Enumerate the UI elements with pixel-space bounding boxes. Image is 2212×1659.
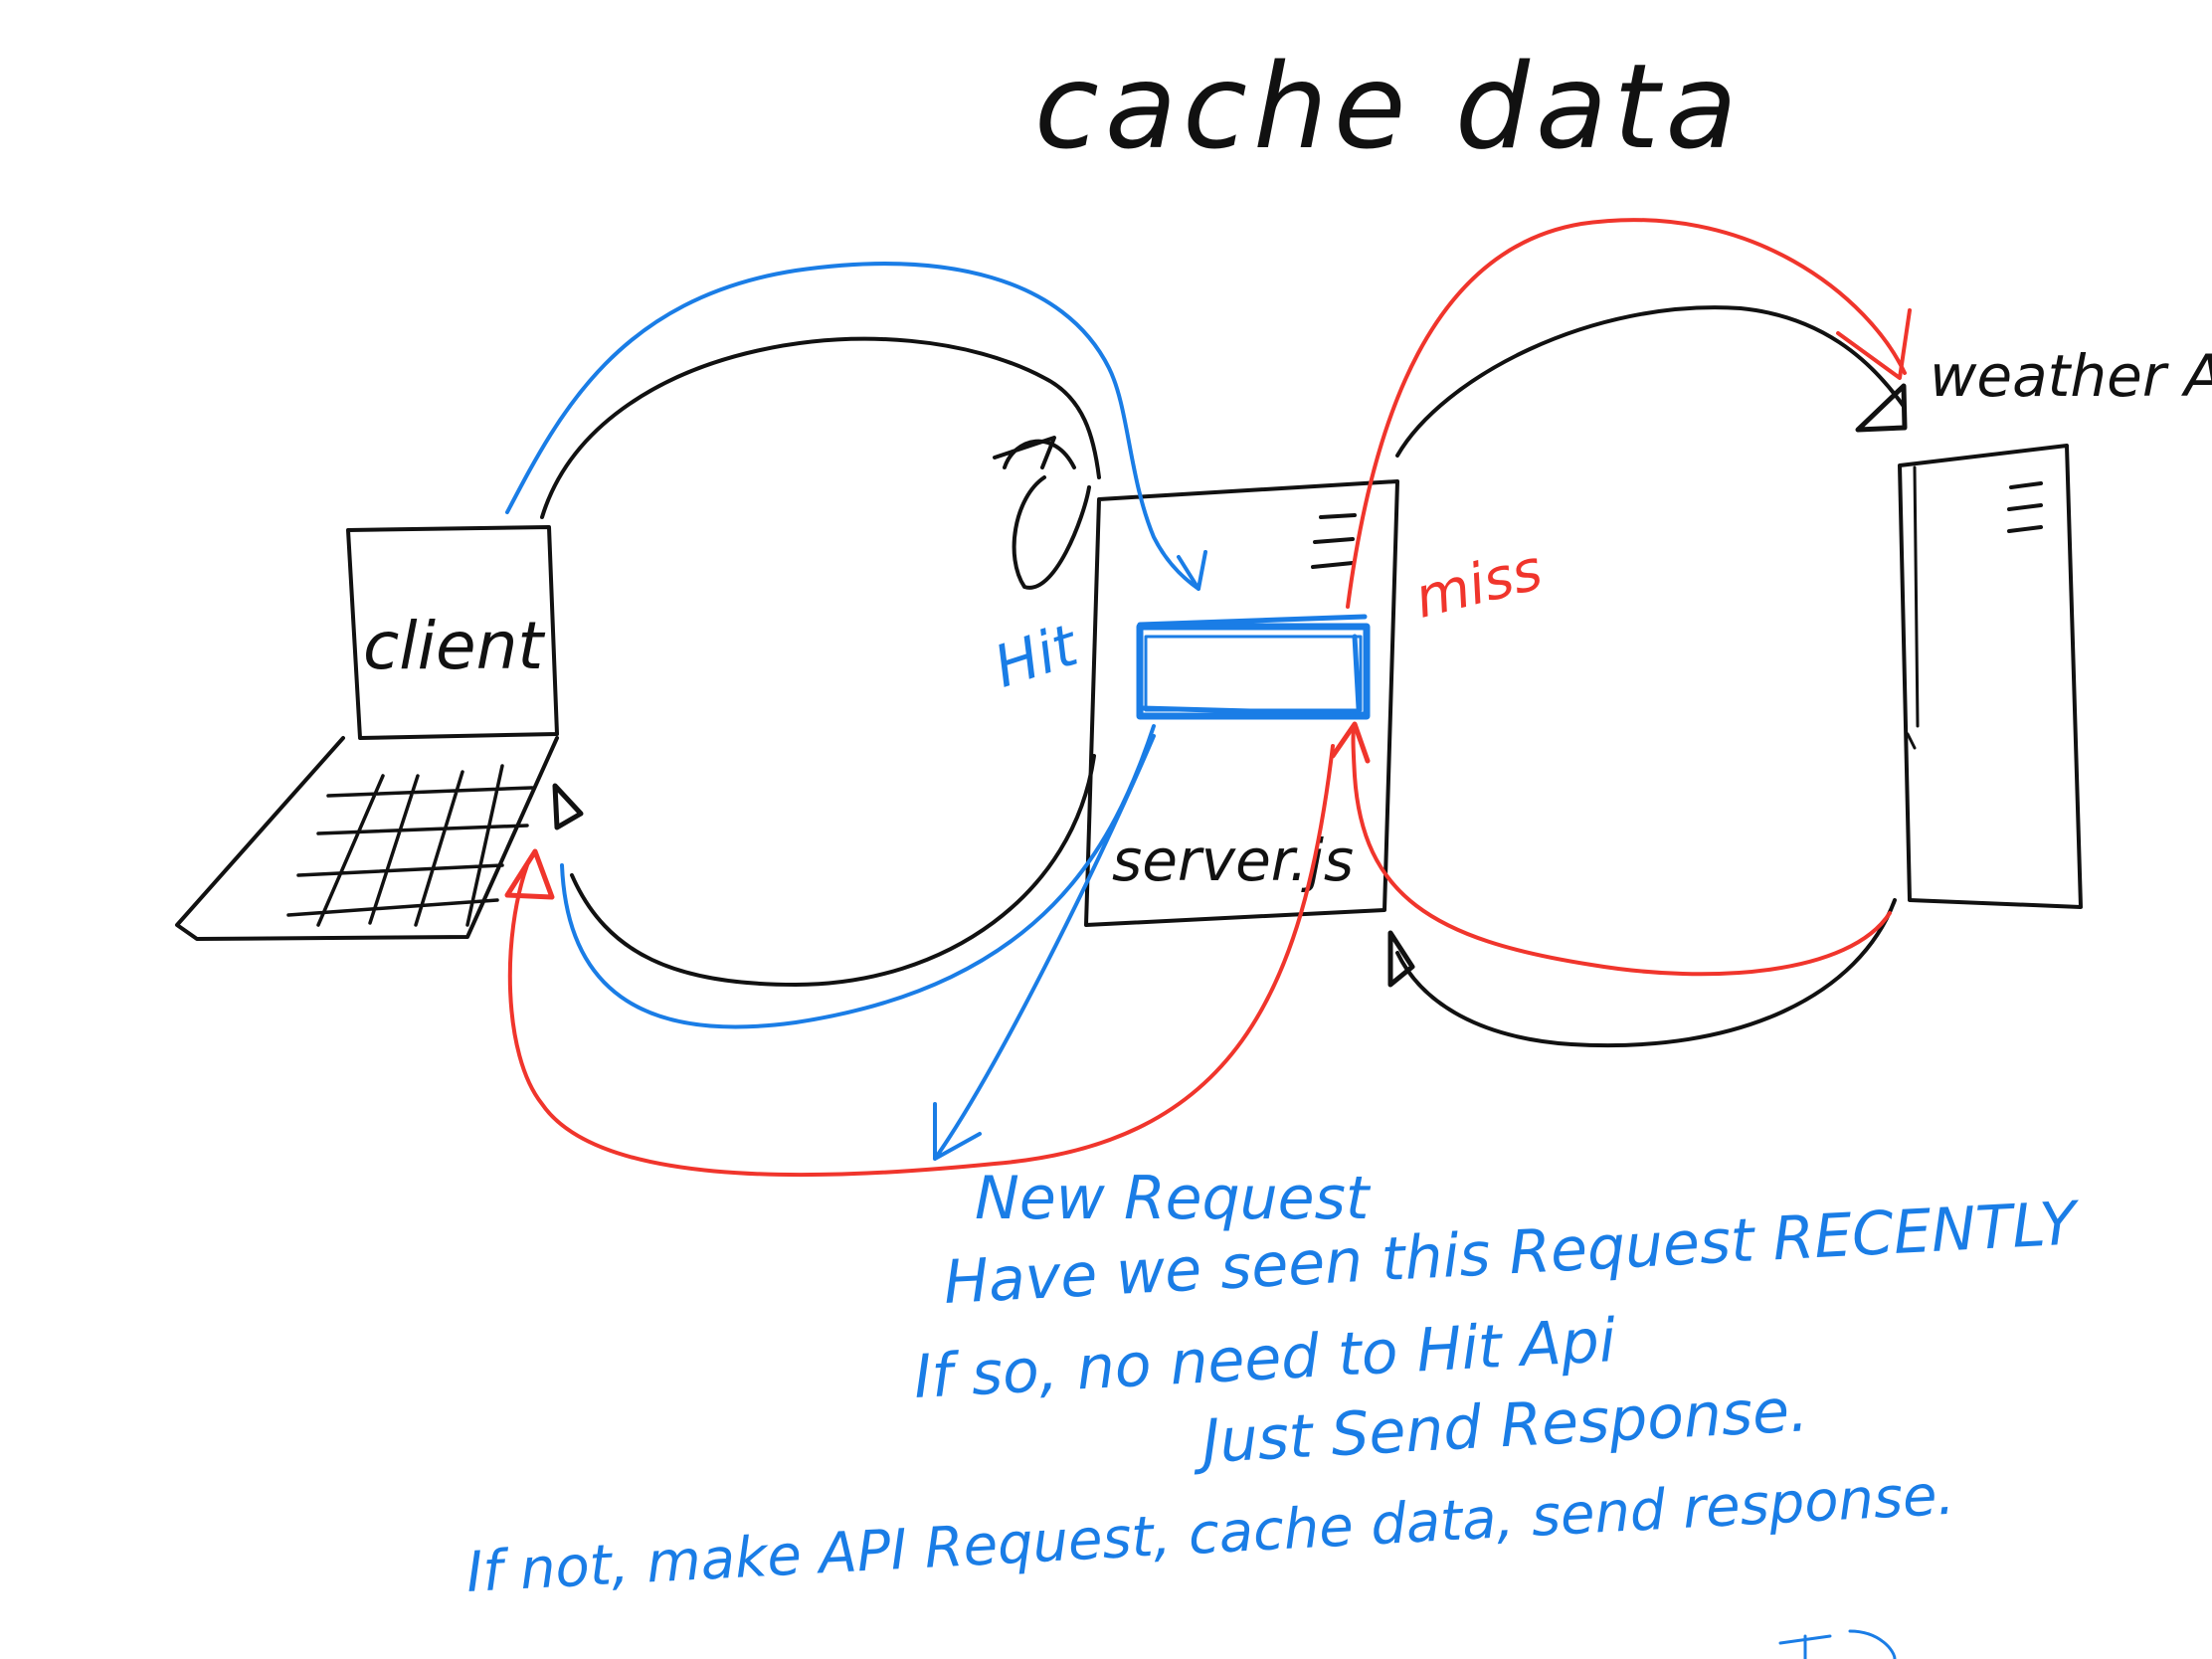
weather-api-label: weather API (1930, 342, 2212, 410)
note-line-1: New Request (975, 1164, 1372, 1233)
client-laptop: client (175, 525, 559, 941)
stray-mark (1778, 1629, 1897, 1659)
weather-api-box: weather API (1898, 342, 2212, 909)
request-cycle-server-api (1387, 305, 1908, 1047)
notes: New Request Have we seen this Request RE… (464, 1164, 2082, 1605)
cache-store (1136, 614, 1371, 720)
miss-label: miss (1408, 538, 1548, 632)
request-cycle-client-server (540, 336, 1101, 987)
diagram-title: cache data (1034, 38, 1744, 175)
client-label: client (363, 608, 545, 684)
hit-path: Hit (505, 262, 1207, 1161)
server-box: server.js (1084, 479, 1399, 927)
hit-label: Hit (986, 611, 1087, 701)
note-line-5: If not, make API Request, cache data, se… (464, 1463, 1955, 1605)
